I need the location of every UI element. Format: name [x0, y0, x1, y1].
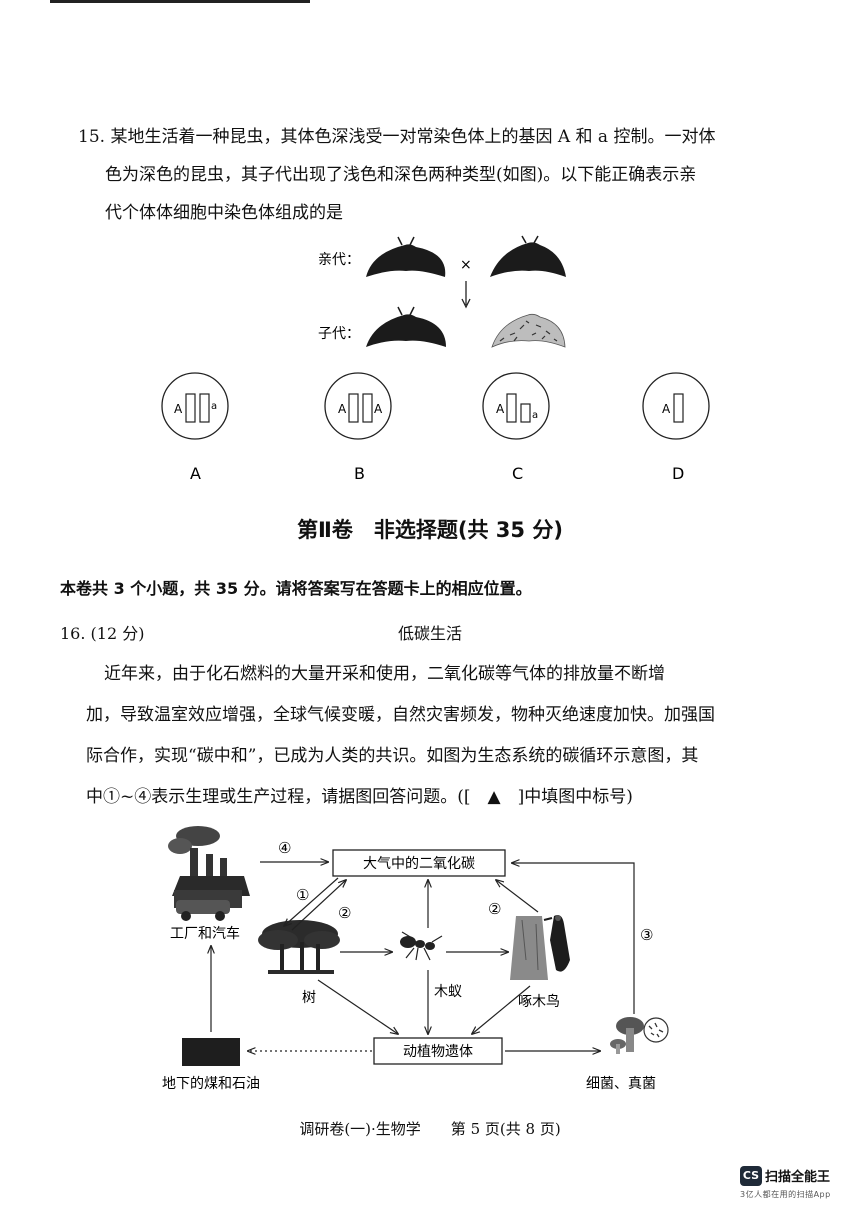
option-d-cell: A [642, 372, 710, 440]
remains-label: 动植物遗体 [403, 1044, 473, 1060]
arrow-microbes-to-co2 [512, 863, 635, 1014]
factory-label: 工厂和汽车 [170, 925, 240, 942]
co2-box [332, 849, 506, 877]
label-process-2a: ② [338, 904, 351, 922]
moth-light-icon [491, 313, 566, 348]
option-b-cell: A A [324, 372, 392, 440]
moth-cross-figure: 亲代： 子代： × [318, 235, 566, 348]
factory-icon [168, 826, 250, 908]
gene-label: A [174, 402, 183, 416]
section-intro: 本卷共 3 个小题，共 35 分。请将答案写在答题卡上的相应位置。 [60, 579, 532, 598]
arrow-tree-to-remains [317, 979, 398, 1034]
q16-line-1: 近年来，由于化石燃料的大量开采和使用，二氧化碳等气体的排放量不断增 [104, 664, 665, 684]
q16-line-2: 加，导致温室效应增强，全球气候变暖，自然灾害频发，物种灭绝速度加快。加强国 [86, 705, 715, 725]
q15-line-2: 色为深色的昆虫，其子代出现了浅色和深色两种类型(如图)。以下能正确表示亲 [105, 165, 697, 185]
label-process-1: ① [296, 886, 309, 904]
gene-label: a [211, 401, 217, 412]
bacteria-icon [643, 1017, 669, 1043]
chromosome-options: A a A A A B A a C A D [161, 372, 710, 483]
q15-line-1: 15. 某地生活着一种昆虫，其体色深浅受一对常染色体上的基因 A 和 a 控制。… [78, 127, 716, 147]
mushroom-icon [610, 1017, 644, 1054]
option-c-letter: C [512, 464, 523, 483]
q16-line-3: 际合作，实现“碳中和”，已成为人类的共识。如图为生态系统的碳循环示意图，其 [86, 746, 699, 766]
car-icon [176, 900, 230, 921]
question-15: 15. 某地生活着一种昆虫，其体色深浅受一对常染色体上的基因 A 和 a 控制。… [78, 118, 778, 232]
arrow-woodpecker-to-remains [472, 985, 531, 1034]
arrow-co2-to-tree [284, 877, 339, 926]
microbes-label: 细菌、真菌 [586, 1076, 656, 1092]
remains-box [373, 1037, 503, 1065]
offspring-label: 子代： [318, 326, 360, 342]
ant-icon [400, 931, 443, 961]
arrow-woodpecker-to-co2 [496, 880, 539, 913]
top-rule [50, 0, 310, 3]
section-title: 第Ⅱ卷 非选择题(共 35 分) [297, 518, 563, 542]
scanner-name: 扫描全能王 [765, 1170, 831, 1185]
ant-label: 木蚁 [434, 984, 462, 1000]
co2-label: 大气中的二氧化碳 [363, 856, 475, 872]
option-b-letter: B [354, 464, 365, 483]
option-a-cell: A a [161, 372, 229, 440]
gene-label: A [374, 402, 383, 416]
tree-label: 树 [302, 990, 316, 1006]
cross-symbol: × [460, 257, 472, 273]
option-a-letter: A [190, 464, 201, 483]
moth-dark-icon [366, 236, 446, 277]
carbon-cycle-diagram: 大气中的二氧化碳 动植物遗体 工厂和汽车 树 木蚁 [162, 826, 669, 1092]
label-process-2b: ② [488, 900, 501, 918]
gene-label: A [338, 402, 347, 416]
parent-label: 亲代： [318, 252, 360, 268]
coal-label: 地下的煤和石油 [162, 1076, 260, 1092]
q16-paragraph: 近年来，由于化石燃料的大量开采和使用，二氧化碳等气体的排放量不断增 加，导致温室… [86, 654, 786, 818]
cs-badge-icon: CS [740, 1165, 762, 1186]
scanner-tagline: 3亿人都在用的扫描App [740, 1189, 831, 1199]
label-process-4: ④ [278, 839, 291, 857]
q15-line-3: 代个体体细胞中染色体组成的是 [105, 203, 343, 223]
down-arrow-icon [461, 281, 471, 309]
label-process-3: ③ [640, 926, 653, 944]
arrow-tree-to-co2 [291, 880, 346, 931]
gene-label: A [662, 402, 671, 416]
q16-line-4: 中①~④表示生理或生产过程，请据图回答问题。([ ▲ ]中填图中标号) [86, 787, 633, 807]
q16-title: 低碳生活 [398, 624, 463, 643]
moth-dark-icon [490, 235, 566, 277]
option-c-cell: A a [482, 372, 550, 440]
gene-label: A [496, 402, 505, 416]
tree-icon [258, 920, 340, 974]
coal-oil-block [182, 1038, 240, 1066]
gene-label: a [532, 410, 538, 421]
moth-dark-icon [366, 306, 446, 347]
woodpecker-icon [510, 915, 570, 980]
woodpecker-label: 啄木鸟 [518, 994, 560, 1010]
option-d-letter: D [672, 464, 684, 483]
page-footer: 调研卷(一)·生物学 第 5 页(共 8 页) [299, 1120, 561, 1138]
q16-number: 16. (12 分) [60, 624, 145, 643]
